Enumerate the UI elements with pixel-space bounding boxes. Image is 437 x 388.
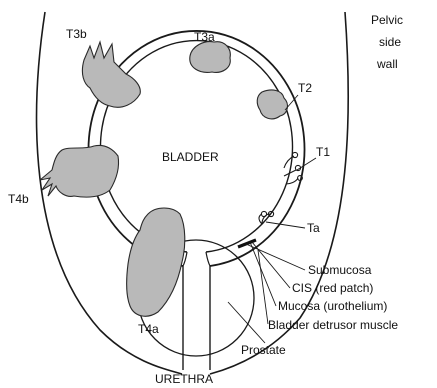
label-pelvic-side-wall-1: Pelvic (371, 13, 403, 27)
label-t4b: T4b (8, 192, 29, 206)
label-mucosa: Mucosa (urothelium) (278, 299, 387, 313)
label-urethra: URETHRA (155, 372, 213, 386)
label-ta: Ta (307, 221, 320, 235)
tumor-t4a (127, 208, 185, 316)
label-t3b: T3b (66, 27, 87, 41)
label-t4a: T4a (138, 322, 159, 336)
label-bladder: BLADDER (162, 150, 219, 164)
tumor-t3b (82, 42, 140, 107)
label-pelvic-side-wall-3: wall (376, 57, 398, 71)
leader-cis (252, 242, 290, 288)
label-t3a: T3a (194, 30, 215, 44)
urethra-neck-right (206, 252, 210, 266)
bladder-wall-inner (101, 41, 293, 252)
leader-t1 (297, 158, 316, 170)
leader-prostate (228, 302, 265, 343)
label-pelvic-side-wall-2: side (379, 35, 401, 49)
leader-detrusor (258, 250, 268, 324)
label-submucosa: Submucosa (308, 263, 372, 277)
tumor-t3a (190, 42, 231, 73)
label-t1: T1 (316, 145, 330, 159)
leader-submucosa (246, 244, 305, 270)
label-cis: CIS (red patch) (292, 281, 373, 295)
label-detrusor: Bladder detrusor muscle (268, 318, 398, 332)
label-prostate: Prostate (241, 343, 286, 357)
tumor-t4b (40, 145, 119, 197)
label-t2: T2 (298, 81, 312, 95)
leader-ta (266, 222, 305, 228)
tumor-t2 (257, 90, 287, 119)
